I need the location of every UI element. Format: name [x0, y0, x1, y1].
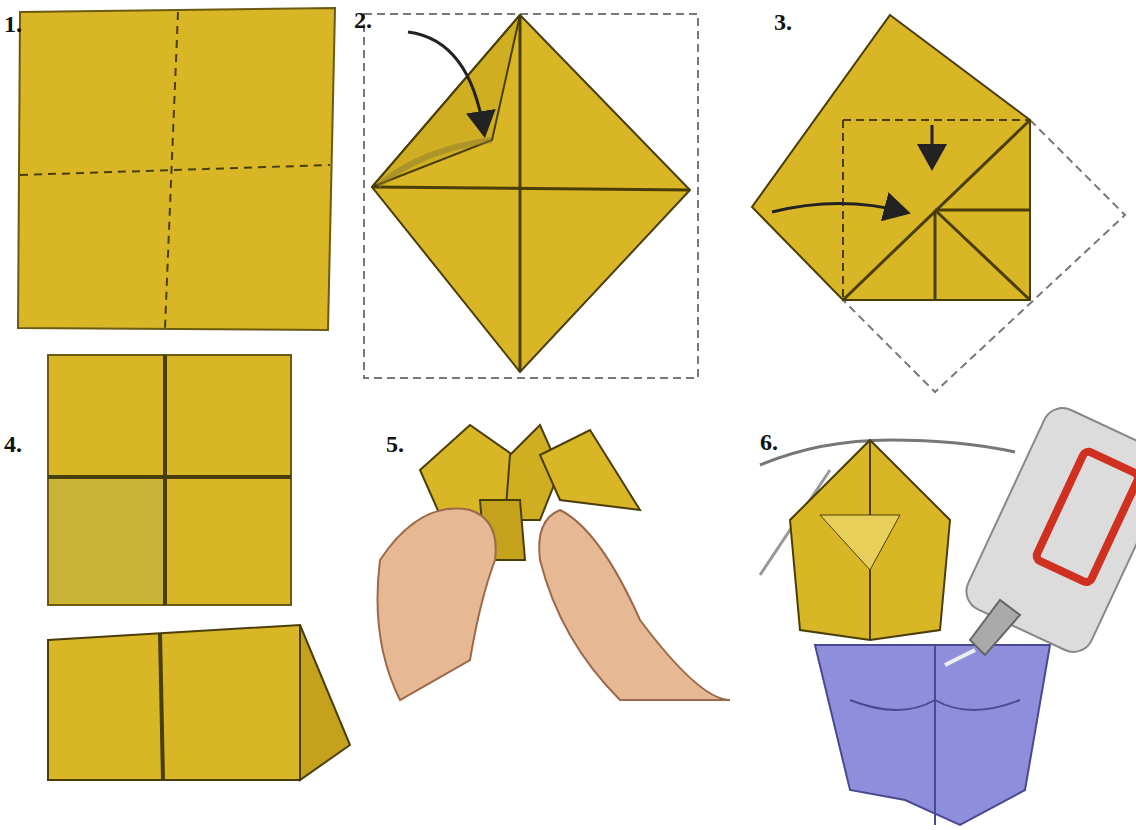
- step-number: 4.: [4, 432, 22, 456]
- step-3-fold: [752, 15, 1125, 392]
- step-number: 2.: [354, 8, 372, 32]
- step-number: 6.: [760, 430, 778, 454]
- step-6-lantern: [760, 402, 1136, 825]
- step-5-hands: [378, 425, 731, 700]
- step-1-square: [18, 8, 335, 330]
- step-number: 3.: [774, 10, 792, 34]
- step-number: 5.: [386, 432, 404, 456]
- step-number: 1.: [4, 12, 22, 36]
- step-4-square-and-tent: [48, 355, 350, 780]
- step-2-diamond: [364, 14, 698, 378]
